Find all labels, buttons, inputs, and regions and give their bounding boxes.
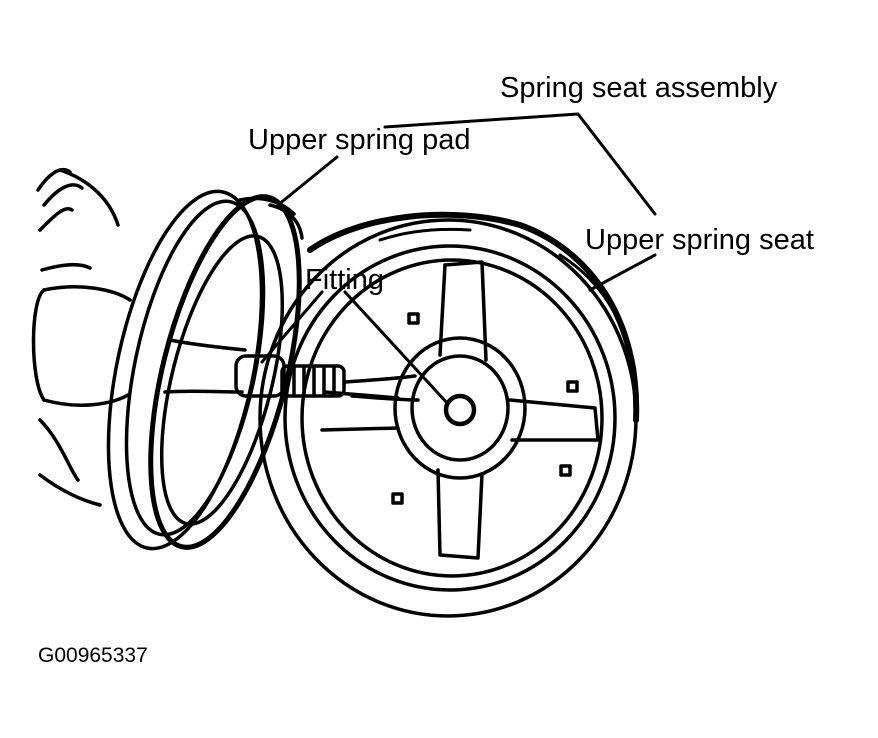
figure-id: G00965337 [38,644,148,667]
label-spring-seat-assembly: Spring seat assembly [500,72,778,104]
label-upper-spring-seat: Upper spring seat [585,224,814,256]
label-fitting: Fitting [305,264,384,296]
label-upper-spring-pad: Upper spring pad [248,124,471,156]
upper-spring-seat [258,211,640,618]
leader-lines [260,112,657,406]
strut-body [31,168,132,507]
